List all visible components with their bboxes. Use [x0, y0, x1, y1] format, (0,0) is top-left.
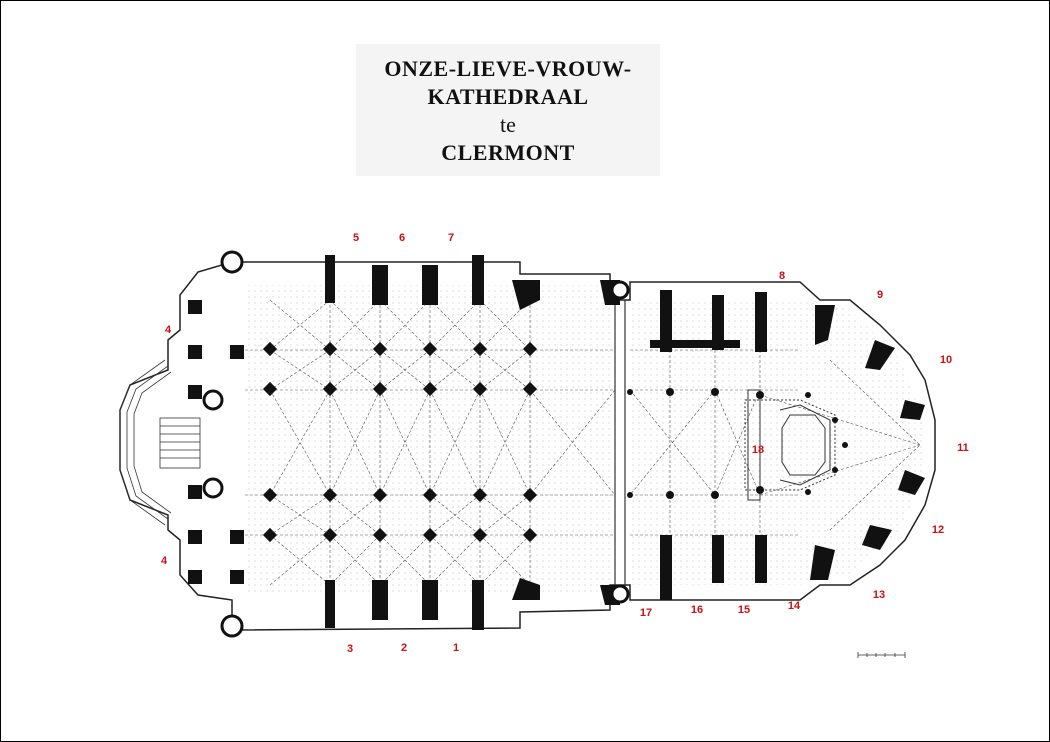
stair-turrets: [202, 250, 630, 638]
label-14: 14: [788, 600, 801, 612]
label-4-north: 4: [165, 324, 172, 336]
label-4-south: 4: [161, 555, 168, 567]
label-11: 11: [957, 442, 969, 454]
title-block: ONZE-LIEVE-VROUW- KATHEDRAAL te CLERMONT: [356, 44, 660, 176]
choir-details: [744, 389, 836, 501]
label-7: 7: [448, 232, 454, 244]
label-12: 12: [932, 524, 944, 536]
label-3: 3: [347, 643, 353, 655]
west-steps: [119, 359, 201, 526]
choir-pillars: [627, 388, 848, 499]
scale-bar: [857, 652, 906, 658]
choir-floor: [630, 300, 925, 585]
wall-buttresses: [188, 255, 925, 630]
label-2: 2: [401, 642, 407, 654]
title-line-2: KATHEDRAAL: [427, 84, 589, 109]
label-9: 9: [877, 289, 883, 301]
label-5: 5: [353, 232, 359, 244]
label-1: 1: [453, 642, 459, 654]
label-15: 15: [738, 604, 750, 616]
plan-labels: 1 2 3 4 4 5 6 7 8 9 10 11 12 13 14 15 16…: [161, 232, 969, 655]
label-13: 13: [873, 589, 885, 601]
title-line-3: te: [500, 112, 516, 137]
title-line-4: CLERMONT: [441, 140, 575, 165]
nave-pillars: [262, 341, 538, 543]
label-10: 10: [940, 354, 952, 366]
label-16: 16: [691, 604, 703, 616]
title-line-1: ONZE-LIEVE-VROUW-: [384, 56, 632, 81]
label-17: 17: [640, 607, 652, 619]
label-6: 6: [399, 232, 405, 244]
label-8: 8: [779, 270, 785, 282]
label-18: 18: [752, 444, 764, 456]
